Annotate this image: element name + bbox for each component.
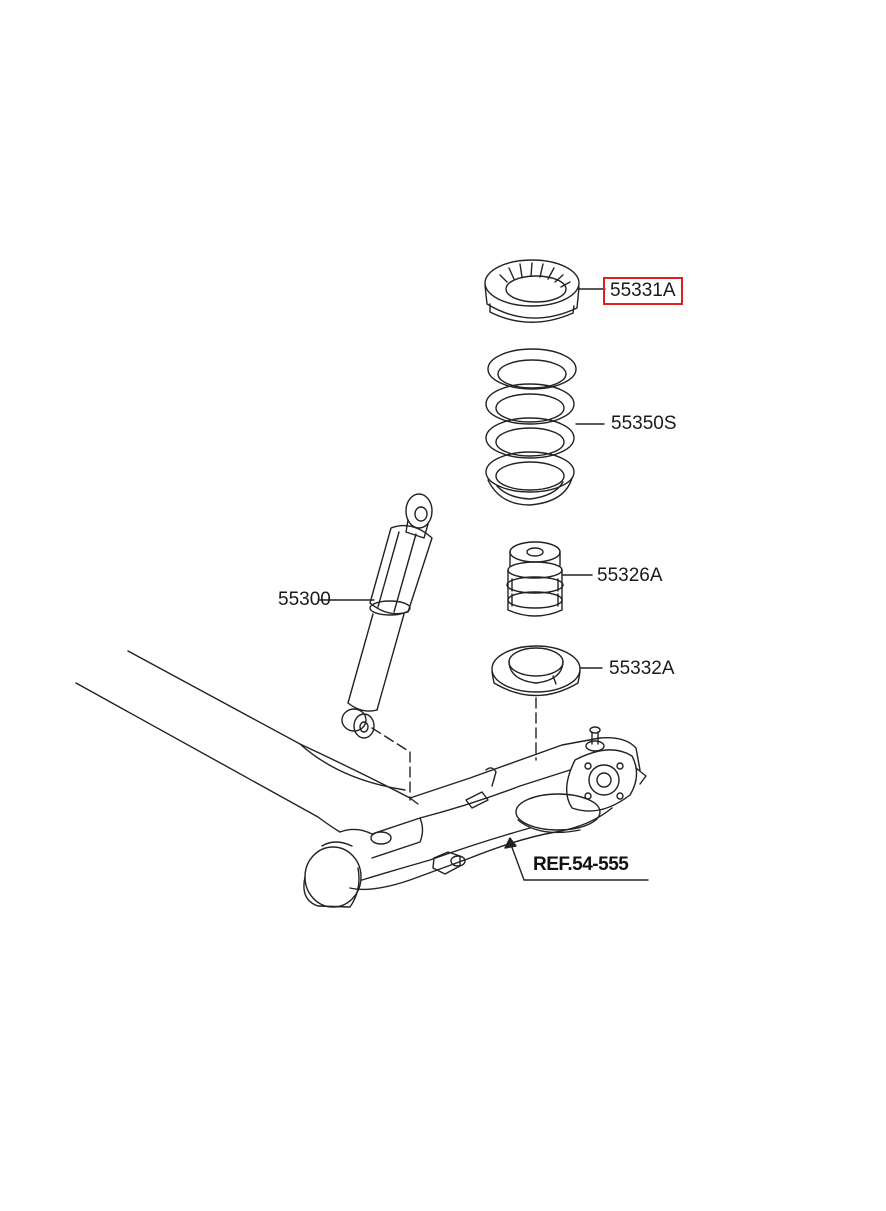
label-reference[interactable]: REF.54-555 (533, 854, 629, 875)
label-bump-stopper[interactable]: 55326A (597, 565, 663, 586)
leader-lines (319, 288, 649, 881)
shock-absorber[interactable] (341, 493, 433, 739)
label-upper-spring-seat[interactable]: 55331A (603, 277, 683, 305)
label-lower-spring-seat[interactable]: 55332A (609, 658, 675, 679)
upper-spring-seat[interactable] (484, 259, 580, 323)
label-shock-absorber[interactable]: 55300 (278, 589, 331, 610)
coil-spring[interactable] (485, 348, 577, 506)
label-coil-spring[interactable]: 55350S (611, 413, 677, 434)
assembly-lines (371, 697, 537, 801)
lower-spring-seat[interactable] (491, 645, 581, 697)
bump-stopper[interactable] (506, 541, 564, 617)
